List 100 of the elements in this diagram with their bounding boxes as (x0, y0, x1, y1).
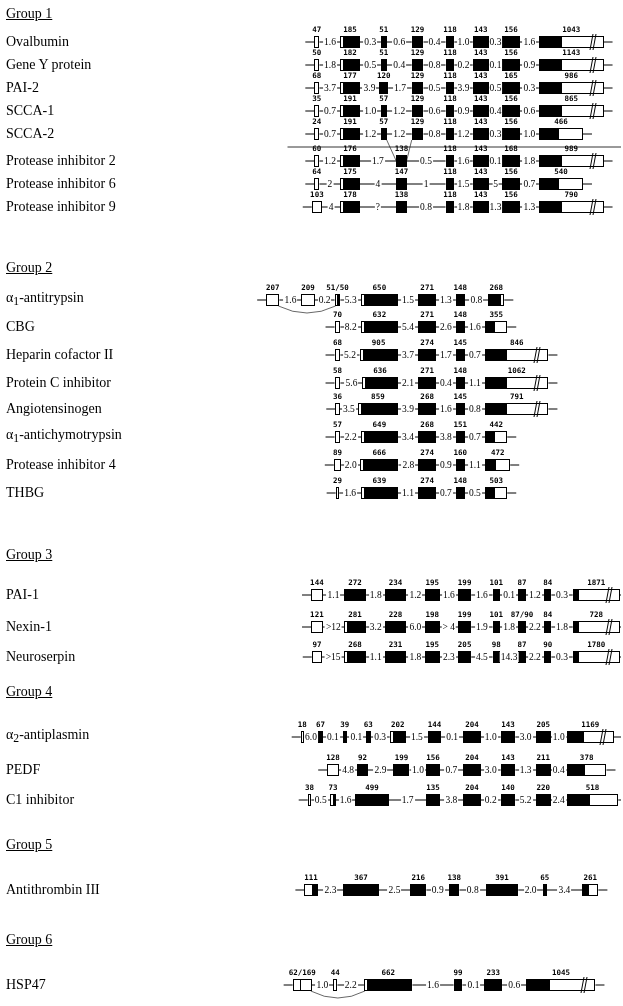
intron-length: 0.8 (427, 60, 442, 70)
gene-name: Ovalbumin (6, 34, 69, 50)
intron-length: 1.6 (343, 488, 358, 498)
group-heading: Group 3 (6, 547, 53, 563)
intron-length: 0.5 (313, 795, 328, 805)
intron-length: 3.2 (368, 622, 383, 632)
intron-length: 1.0 (315, 980, 330, 990)
intron-length: 1.2 (392, 106, 407, 116)
intron-length: 0.1 (488, 60, 503, 70)
intron-length: 0.1 (445, 732, 460, 742)
intron-length: 1.1 (401, 488, 415, 498)
intron-length: 0.1 (466, 980, 481, 990)
intron-length: 8.2 (343, 322, 358, 332)
gene-name: PAI-2 (6, 80, 39, 96)
intron-length: 1.7 (393, 83, 407, 93)
intron-length: 1.9 (474, 622, 489, 632)
intron-length: 1.6 (441, 590, 456, 600)
intron-length: 0.3 (363, 37, 378, 47)
intron-length: 1.0 (411, 765, 425, 775)
gene-name: C1 inhibitor (6, 792, 75, 808)
connector-line (406, 139, 413, 162)
intron-length: 1.8 (502, 622, 517, 632)
intron-length: 0.4 (488, 106, 503, 116)
gene-name: Gene Y protein (6, 57, 92, 73)
intron-length: 0.7 (468, 350, 482, 360)
gene-name: Protease inhibitor 9 (6, 199, 116, 215)
intron-length: 0.5 (488, 83, 503, 93)
intron-length: 1.7 (438, 350, 453, 360)
intron-length: 3.0 (483, 765, 498, 775)
intron-length: 1.2 (363, 129, 378, 139)
intron-length: 2.2 (527, 622, 542, 632)
intron-length: 0.5 (468, 488, 482, 498)
intron-length: 1.0 (456, 37, 471, 47)
intron-length: 0.2 (456, 60, 471, 70)
intron-length: 0.5 (427, 83, 442, 93)
intron-length: 0.8 (465, 885, 480, 895)
gene-name: Protein C inhibitor (6, 375, 111, 391)
intron-length: 0.7 (323, 129, 337, 139)
intron-length: 4 (327, 202, 335, 212)
intron-length: 3.7 (401, 350, 415, 360)
intron-length: 0.7 (468, 432, 482, 442)
intron-length: 6.0 (408, 622, 423, 632)
intron-length: 1.1 (468, 460, 482, 470)
intron-length: 0.8 (427, 129, 442, 139)
intron-length: 0.7 (522, 179, 537, 189)
intron-length: 1.1 (468, 378, 482, 388)
intron-length: 2 (326, 179, 334, 189)
intron-length: 0.8 (468, 404, 482, 414)
intron-length: 0.7 (323, 106, 337, 116)
intron-length: 5 (492, 179, 499, 189)
intron-length: 0.4 (392, 60, 407, 70)
intron-length: 1.2 (392, 129, 407, 139)
intron-length: 2.2 (527, 652, 542, 662)
gene-name: CBG (6, 319, 35, 335)
gene-name: THBG (6, 485, 45, 501)
intron-length: 1.6 (283, 295, 298, 305)
intron-length: 0.6 (507, 980, 522, 990)
intron-length: 0.8 (469, 295, 484, 305)
intron-line (406, 183, 447, 185)
gene-name: Nexin-1 (6, 619, 52, 635)
intron-length: 4.5 (474, 652, 489, 662)
intron-length: 1.6 (474, 590, 489, 600)
intron-length: 5.3 (343, 295, 358, 305)
intron-length: 0.3 (373, 732, 388, 742)
intron-length: 2.6 (438, 322, 453, 332)
intron-length: 1.6 (338, 795, 353, 805)
intron-length: 1.2 (456, 129, 471, 139)
intron-length: 1.0 (483, 732, 498, 742)
intron-line (367, 769, 394, 771)
intron-length: 5.2 (343, 350, 357, 360)
intron-length: 1.0 (522, 129, 537, 139)
intron-length: 3.5 (341, 404, 356, 414)
group-heading: Group 5 (6, 837, 53, 853)
group-heading: Group 6 (6, 932, 53, 948)
intron-length: 0.1 (325, 732, 340, 742)
intron-line (359, 160, 397, 162)
gene-name: SCCA-1 (6, 103, 55, 119)
gene-name: PAI-1 (6, 587, 39, 603)
intron-length: >15 (324, 652, 342, 662)
intron-length: 0.5 (419, 156, 433, 166)
intron-line (388, 799, 427, 801)
intron-length: 0.9 (522, 60, 537, 70)
intron-length: 2.0 (523, 885, 538, 895)
intron-line (387, 87, 413, 89)
intron-length: 0.3 (555, 590, 569, 600)
intron-length: 0.4 (551, 765, 566, 775)
intron-length: 5.4 (401, 322, 415, 332)
connector-line (386, 139, 397, 162)
intron-length: 5.2 (518, 795, 533, 805)
intron-length: 3.9 (401, 404, 415, 414)
intron-length: 1.6 (438, 404, 453, 414)
intron-length: 14.3 (499, 652, 519, 662)
intron-length: 1.8 (456, 202, 471, 212)
intron-length: 0.5 (363, 60, 378, 70)
intron-length: 0.2 (483, 795, 498, 805)
intron-length: 4 (374, 179, 382, 189)
intron-line (318, 183, 341, 185)
intron-length: 0.2 (317, 295, 332, 305)
intron-length: 1.5 (409, 732, 424, 742)
intron-length: 0.6 (427, 106, 442, 116)
